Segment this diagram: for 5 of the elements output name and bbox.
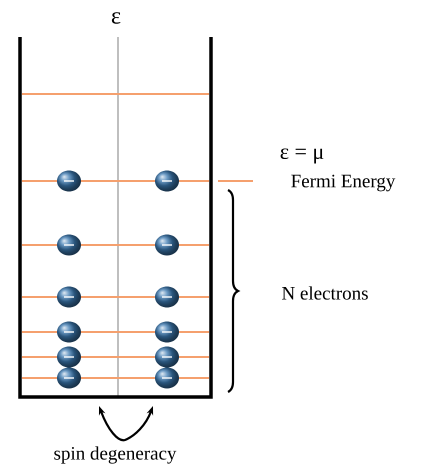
text-label: spin degeneracy: [54, 446, 176, 464]
axis-label: ε: [112, 12, 120, 24]
text-label: Fermi Energy: [291, 174, 396, 192]
formula-label: ε = μ: [280, 148, 324, 164]
text-label: N electrons: [282, 286, 368, 300]
